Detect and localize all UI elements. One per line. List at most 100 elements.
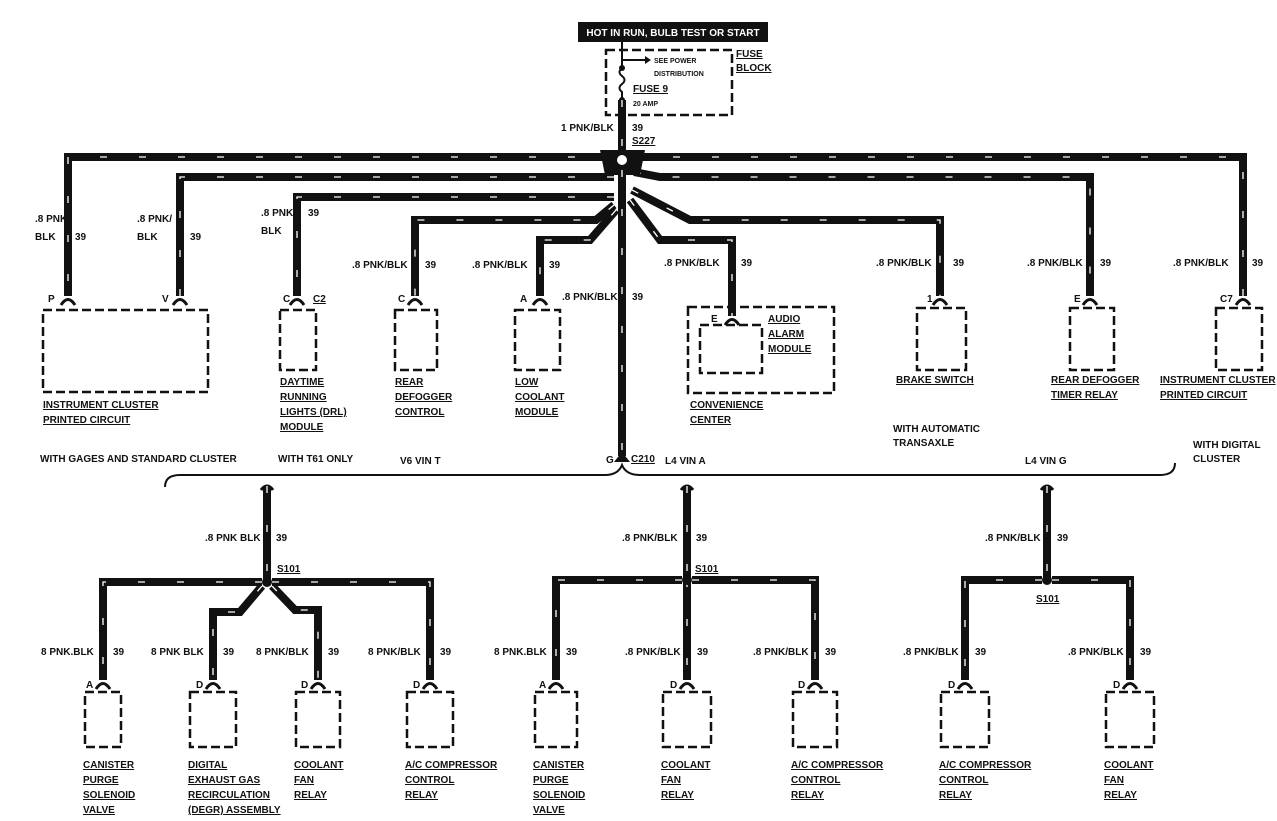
component-box <box>393 308 439 372</box>
component-box <box>1068 306 1116 372</box>
component-name: LIGHTS (DRL) <box>280 407 347 418</box>
branch-wire-stripe <box>539 209 617 296</box>
pin-label: 1 <box>927 294 933 305</box>
pin-label: C7 <box>1220 294 1233 305</box>
component-name: REAR <box>395 377 424 388</box>
circuit-number: 39 <box>190 232 202 243</box>
circuit-number: 39 <box>113 647 125 658</box>
branch-wire-stripe <box>179 176 614 296</box>
fuse-block-label: FUSE <box>736 49 763 60</box>
circuit-number: 39 <box>975 647 987 658</box>
wire-color-label: BLK <box>261 226 282 237</box>
component-box <box>513 308 562 372</box>
component-name: A/C COMPRESSOR <box>939 760 1032 771</box>
component-name: RECIRCULATION <box>188 790 270 801</box>
component-box <box>1104 690 1156 749</box>
branch-wire <box>272 578 434 680</box>
component-name: RELAY <box>661 790 694 801</box>
branch-wire <box>411 201 617 296</box>
component-name: RELAY <box>405 790 438 801</box>
wire-color-label: .8 PNK/BLK <box>753 647 809 658</box>
wire-color-label: 8 PNK.BLK <box>494 647 548 658</box>
circuit-number: 39 <box>276 533 288 544</box>
circuit-number: 39 <box>1252 258 1264 269</box>
branch-wire-stripe <box>631 189 941 296</box>
wire-color-label: 8 PNK/BLK <box>368 647 422 658</box>
component-box <box>698 323 764 375</box>
splice-s227: S227 <box>632 136 656 147</box>
wire-color-label: .8 PNK/BLK <box>664 258 720 269</box>
connector-icon <box>171 298 189 306</box>
wire-color-label: .8 PNK/BLK <box>352 260 408 271</box>
component-name: RUNNING <box>280 392 327 403</box>
circuit-number: 39 <box>425 260 437 271</box>
circuit-number: 39 <box>440 647 452 658</box>
branch-wire <box>1052 576 1134 680</box>
option-note: WITH DIGITAL <box>1193 440 1261 451</box>
connector-icon <box>806 682 824 690</box>
feed-circuit: 39 <box>632 123 644 134</box>
pin-label: D <box>1113 680 1120 691</box>
option-note: CLUSTER <box>1193 454 1241 465</box>
pin-label: D <box>798 680 805 691</box>
component-name: DIGITAL <box>188 760 227 771</box>
circuit-number: 39 <box>632 292 644 303</box>
branch-wire-stripe <box>271 585 319 680</box>
component-name: RELAY <box>791 790 824 801</box>
component-name: ALARM <box>768 329 804 340</box>
circuit-number: 39 <box>741 258 753 269</box>
component-name: CONTROL <box>939 775 988 786</box>
component-box <box>533 690 579 749</box>
connector-icon <box>547 682 565 690</box>
connector-icon <box>204 682 222 690</box>
circuit-number: 39 <box>566 647 578 658</box>
splice-s101-dot <box>262 577 272 587</box>
branch-wire <box>634 153 1247 296</box>
option-note: WITH T61 ONLY <box>278 454 354 465</box>
component-box <box>939 690 991 749</box>
component-box <box>791 690 839 749</box>
circuit-number: 39 <box>1057 533 1069 544</box>
component-name: A/C COMPRESSOR <box>791 760 884 771</box>
connector-label: C2 <box>313 294 326 305</box>
component-name: CONTROL <box>791 775 840 786</box>
branch-wire-stripe <box>629 199 733 316</box>
branch-wire <box>209 583 266 680</box>
wire-color-label: .8 PNK/BLK <box>985 533 1041 544</box>
wire-color-label: .8 PNK/BLK <box>472 260 528 271</box>
option-note: L4 VIN G <box>1025 456 1067 467</box>
wire-color-label: .8 PNK/BLK <box>1068 647 1124 658</box>
component-name: BRAKE SWITCH <box>896 375 974 386</box>
pin-label: C <box>283 294 290 305</box>
component-name: DAYTIME <box>280 377 324 388</box>
branch-wire-stripe <box>633 171 1091 296</box>
component-name: RELAY <box>294 790 327 801</box>
component-name: MODULE <box>768 344 812 355</box>
component-name: FAN <box>294 775 314 786</box>
connector-icon <box>1121 682 1139 690</box>
circuit-number: 39 <box>697 647 709 658</box>
component-box <box>915 306 968 372</box>
component-name: A/C COMPRESSOR <box>405 760 498 771</box>
branch-wire-stripe <box>67 156 614 296</box>
circuit-number: 39 <box>75 232 87 243</box>
fuse-symbol <box>618 42 651 103</box>
pin-label: D <box>413 680 420 691</box>
connector-label: C210 <box>631 454 655 465</box>
branch-wire <box>692 576 819 680</box>
option-note: L4 VIN A <box>665 456 706 467</box>
circuit-number: 39 <box>328 647 340 658</box>
pin-label: G <box>606 455 614 466</box>
pin-label: P <box>48 294 55 305</box>
component-name: CONVENIENCE <box>690 400 764 411</box>
pin-label: E <box>1074 294 1081 305</box>
connector-icon <box>309 682 327 690</box>
connector-icon <box>956 682 974 690</box>
component-name: RELAY <box>1104 790 1137 801</box>
component-box <box>278 308 318 372</box>
option-bracket <box>164 462 1176 488</box>
component-name: (DEGR) ASSEMBLY <box>188 805 281 816</box>
component-name: SOLENOID <box>533 790 585 801</box>
component-name: SOLENOID <box>83 790 135 801</box>
component-name: CONTROL <box>395 407 444 418</box>
